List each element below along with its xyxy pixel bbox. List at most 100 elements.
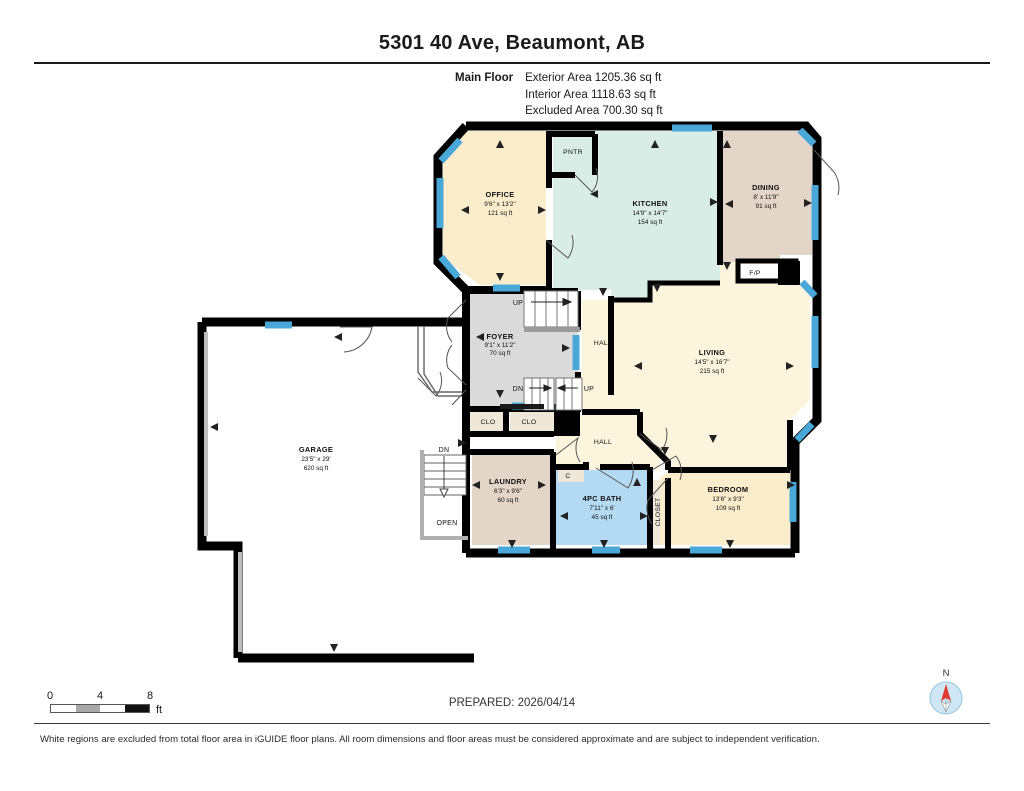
room-label-office: OFFICE 9'6" x 13'2" 121 sq ft [484, 190, 516, 217]
bedroom-name: BEDROOM [708, 485, 749, 494]
stair-dn-garage-label: DN [439, 447, 450, 454]
stair-up-top-label: UP [513, 300, 523, 307]
scale-tick-4: 4 [96, 690, 104, 702]
room-fill-closet-right [510, 410, 554, 432]
living-dim: 14'5" x 16'7" [694, 359, 729, 366]
closet-vertical-label: CLOSET [655, 498, 662, 527]
exterior-area-text: Exterior Area 1205.36 sq ft [525, 72, 662, 84]
foyer-dim: 9'1" x 11'2" [484, 342, 515, 349]
fireplace-label: F/P [749, 270, 761, 277]
room-label-dining: DINING 8' x 11'9" 91 sq ft [752, 183, 780, 210]
room-label-foyer: FOYER 9'1" x 11'2" 70 sq ft [484, 332, 515, 357]
closet-right-label: CLO [522, 419, 537, 426]
scale-unit-label: ft [156, 704, 163, 716]
room-label-bedroom: BEDROOM 13'6" x 9'3" 109 sq ft [708, 485, 749, 512]
garage-dim: 23'5" x 29' [301, 456, 330, 463]
stair-dn-bar [500, 404, 544, 409]
garage-stair-rail [420, 450, 424, 540]
room-fill-dining [720, 131, 812, 262]
closet-c-label: C [565, 473, 570, 480]
room-fill-living [582, 262, 810, 470]
garage-name: GARAGE [299, 445, 333, 454]
dining-name: DINING [752, 183, 780, 192]
title-divider [34, 62, 990, 64]
stair-landing-bar [524, 327, 580, 332]
garage-area: 620 sq ft [304, 465, 329, 472]
angled-interior-edges [611, 280, 720, 303]
laundry-area: 60 sq ft [498, 497, 519, 504]
garage-walls [197, 317, 474, 663]
laundry-dim: 6'3" x 9'6" [494, 488, 522, 495]
foyer-name: FOYER [487, 332, 514, 341]
foyer-area: 70 sq ft [490, 350, 511, 357]
dining-area: 91 sq ft [756, 203, 777, 210]
kitchen-area: 154 sq ft [638, 219, 663, 226]
footer-divider [34, 723, 990, 724]
stairs-up-foyer [523, 290, 579, 328]
garage-stair-bottom-bar [420, 536, 468, 540]
room-label-hall-upper: HALL [594, 340, 612, 347]
scale-segment-3 [100, 705, 125, 712]
bedroom-dim: 13'6" x 9'3" [712, 496, 744, 503]
stairs-up-foyer-arrow [531, 297, 573, 307]
room-fill-hall-lower [556, 415, 660, 470]
compass-icon [929, 681, 963, 715]
garage-thin-walls [204, 332, 242, 652]
bath-dim: 7'11" x 6' [589, 505, 614, 512]
office-area: 121 sq ft [488, 210, 513, 217]
scale-bar: 0 4 8 ft [46, 690, 162, 716]
laundry-name: LAUNDRY [489, 477, 527, 486]
compass-rose: N [926, 668, 966, 716]
room-label-laundry: LAUNDRY 6'3" x 9'6" 60 sq ft [489, 477, 527, 504]
room-label-garage: GARAGE 23'5" x 29' 620 sq ft [299, 445, 333, 472]
disclaimer-text: White regions are excluded from total fl… [40, 734, 820, 745]
floor-area-summary: Main Floor Exterior Area 1205.36 sq ft I… [455, 70, 663, 120]
stairs-garage-arrow [439, 456, 449, 499]
closet-left-label: CLO [481, 419, 496, 426]
stairs-mid [523, 377, 583, 411]
office-dim: 9'6" x 13'2" [484, 201, 516, 208]
dimension-arrows [210, 140, 812, 652]
stair-dn-mid-label: DN [513, 386, 524, 393]
page-title: 5301 40 Ave, Beaumont, AB [378, 32, 646, 54]
scale-segment-2 [75, 705, 100, 712]
bath-area: 45 sq ft [592, 514, 613, 521]
bedroom-area: 109 sq ft [716, 505, 741, 512]
room-fill-office [443, 131, 546, 285]
scale-segment-4 [124, 705, 149, 712]
hall-lower-name: HALL [594, 439, 612, 446]
room-fill-hall-upper [582, 300, 611, 395]
scale-tick-0: 0 [46, 690, 54, 702]
garage-entry-detail [417, 326, 462, 397]
hall-upper-name: HALL [594, 340, 612, 347]
bath-name: 4PC BATH [583, 494, 622, 503]
room-label-kitchen: KITCHEN 14'9" x 14'7" 154 sq ft [632, 199, 667, 226]
stair-open-garage-label: OPEN [436, 520, 457, 527]
compass-north-label: N [942, 668, 950, 679]
excluded-area-text: Excluded Area 700.30 sq ft [525, 105, 663, 117]
room-label-living: LIVING 14'5" x 16'7" 215 sq ft [694, 348, 729, 375]
office-name: OFFICE [486, 190, 515, 199]
door-swings [340, 149, 840, 525]
kitchen-name: KITCHEN [633, 199, 668, 208]
prepared-date: PREPARED: 2026/04/14 [448, 697, 576, 709]
floor-label: Main Floor [455, 72, 514, 84]
room-fill-bath [556, 470, 648, 545]
room-fill-closet-left [470, 410, 506, 432]
kitchen-dim: 14'9" x 14'7" [632, 210, 667, 217]
room-fill-laundry [472, 455, 552, 545]
pantry-name: PNTR [563, 149, 583, 156]
stair-up-mid-label: UP [584, 386, 594, 393]
room-fill-garage [206, 326, 466, 658]
scale-segment-1 [51, 705, 76, 712]
living-area: 215 sq ft [700, 368, 725, 375]
room-label-bath: 4PC BATH 7'11" x 6' 45 sq ft [583, 494, 622, 521]
dining-dim: 8' x 11'9" [753, 194, 778, 201]
living-name: LIVING [699, 348, 725, 357]
scale-bar-graphic [50, 704, 150, 713]
scale-tick-8: 8 [146, 690, 154, 702]
room-label-pantry: PNTR [563, 149, 583, 156]
stairs-mid-arrows [529, 384, 578, 392]
room-fill-bedroom [672, 470, 790, 545]
